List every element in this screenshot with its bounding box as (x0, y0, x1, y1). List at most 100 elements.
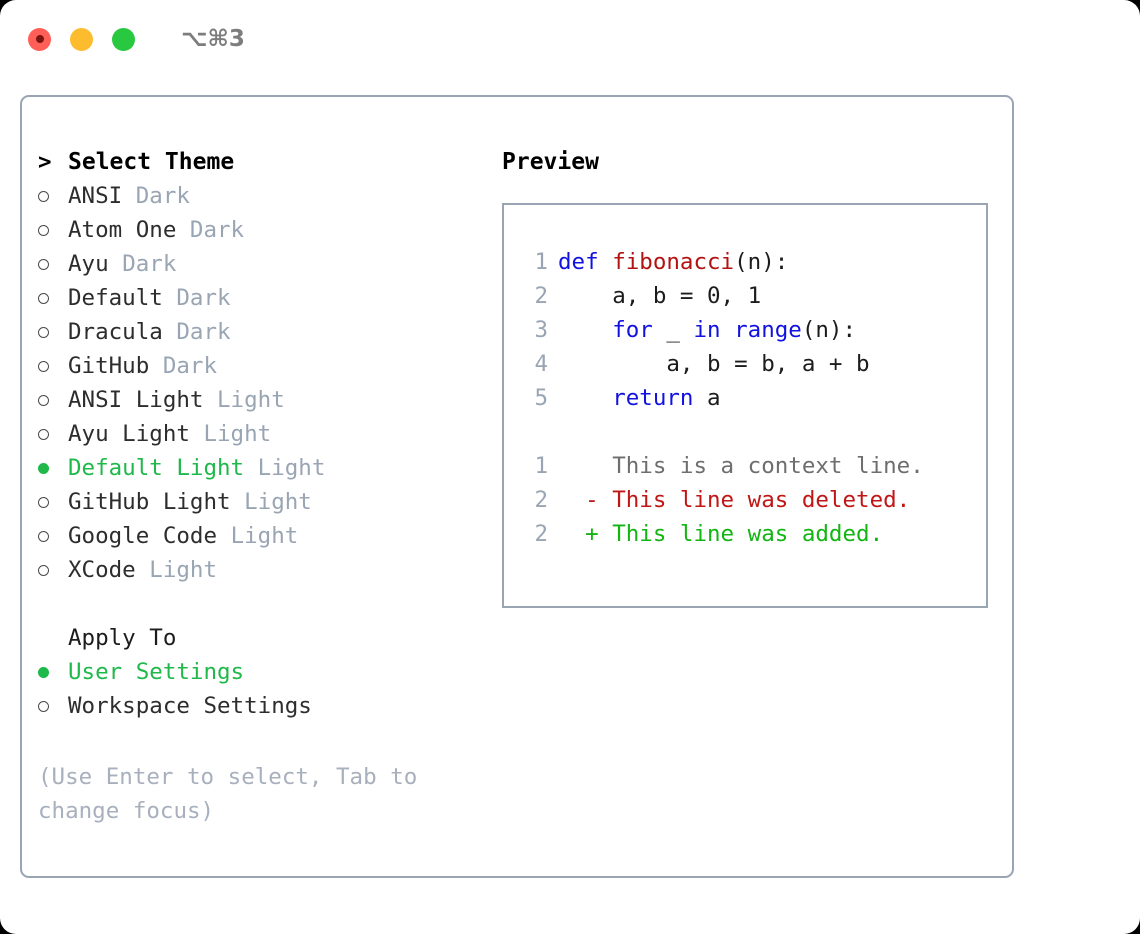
theme-item-label: Ayu (68, 251, 109, 277)
label-gap (122, 179, 136, 213)
theme-item-category: Dark (176, 285, 231, 311)
code-line-text: for _ in range(n): (558, 313, 856, 347)
code-token: fibonacci (612, 249, 735, 275)
theme-item-category: Light (257, 455, 326, 481)
theme-item-label: XCode (68, 557, 136, 583)
code-token: for (612, 317, 667, 343)
diff-line-text: + This line was added. (558, 517, 883, 551)
code-line-text: return a (558, 381, 721, 415)
code-token: _ (666, 317, 694, 343)
code-token: def (558, 249, 613, 275)
theme-list-item[interactable]: Dracula Dark (38, 315, 488, 349)
label-gap (163, 315, 177, 349)
theme-item-category: Light (230, 523, 299, 549)
radio-unselected-icon (38, 417, 68, 451)
diff-line: 2 + This line was added. (522, 517, 978, 551)
theme-list-item[interactable]: Ayu Dark (38, 247, 488, 281)
diff-line-text: - This line was deleted. (558, 483, 910, 517)
code-line-text: a, b = b, a + b (558, 347, 869, 381)
theme-list-item[interactable]: Default Light Light (38, 451, 488, 485)
diff-line-text: This is a context line. (558, 449, 924, 483)
theme-list-item[interactable]: Google Code Light (38, 519, 488, 553)
preview-title: Preview (502, 149, 599, 175)
radio-unselected-icon (38, 349, 68, 383)
code-token: a (707, 385, 721, 411)
diff-text: This is a context line. (612, 453, 924, 479)
theme-item-label: Atom One (68, 217, 177, 243)
code-line: 3 for _ in range(n): (522, 313, 978, 347)
label-gap (203, 383, 217, 417)
keyboard-shortcut-label: ⌥⌘3 (181, 26, 245, 52)
theme-list-item[interactable]: Ayu Light Light (38, 417, 488, 451)
close-window-icon[interactable] (28, 27, 51, 51)
diff-sample: 1 This is a context line.2 - This line w… (522, 449, 978, 551)
apply-to-option[interactable]: Workspace Settings (38, 689, 488, 723)
code-line: 2 a, b = 0, 1 (522, 279, 978, 313)
radio-selected-icon (38, 655, 68, 689)
theme-item-category: Dark (122, 251, 177, 277)
theme-item-category: Dark (189, 217, 245, 243)
theme-item-label: Ayu Light (68, 421, 190, 447)
theme-list-item[interactable]: Default Dark (38, 281, 488, 315)
label-gap (190, 417, 204, 451)
code-blank-line (522, 415, 978, 449)
diff-line: 2 - This line was deleted. (522, 483, 978, 517)
radio-unselected-icon (38, 213, 68, 247)
list-spacer (38, 587, 488, 621)
code-token: return (612, 385, 708, 411)
apply-to-option-label: Workspace Settings (68, 693, 312, 719)
title-bar: ⌥⌘3 (0, 0, 1140, 78)
maximize-window-icon[interactable] (112, 27, 135, 51)
theme-list-item[interactable]: XCode Light (38, 553, 488, 587)
theme-item-category: Light (244, 489, 312, 515)
theme-list-item[interactable]: GitHub Dark (38, 349, 488, 383)
window-controls (28, 27, 135, 51)
theme-item-label: Default Light (68, 455, 245, 481)
theme-item-label: Google Code (68, 523, 218, 549)
keyboard-hint-text: (Use Enter to select, Tab to change focu… (38, 764, 431, 824)
theme-item-category: Dark (135, 183, 190, 209)
select-theme-title: Select Theme (68, 149, 235, 175)
code-line-text: def fibonacci(n): (558, 245, 788, 279)
minimize-window-icon[interactable] (70, 27, 93, 51)
apply-to-title: Apply To (68, 625, 177, 651)
code-line-number: 3 (534, 317, 548, 343)
theme-item-category: Dark (162, 353, 218, 379)
theme-list-item[interactable]: GitHub Light Light (38, 485, 488, 519)
apply-to-header: Apply To (38, 621, 488, 655)
code-line-text: a, b = 0, 1 (558, 279, 761, 313)
prompt-caret-icon: > (38, 149, 52, 175)
theme-item-category: Light (217, 387, 285, 413)
radio-unselected-icon (38, 383, 68, 417)
diff-text: This line was added. (612, 521, 884, 547)
radio-unselected-icon (38, 281, 68, 315)
code-token: in (693, 317, 735, 343)
code-token: (n): (734, 249, 789, 275)
code-token: range (734, 317, 802, 343)
label-gap (176, 213, 190, 247)
theme-list-item[interactable]: ANSI Light Light (38, 383, 488, 417)
theme-list-item[interactable]: Atom One Dark (38, 213, 488, 247)
label-gap (231, 485, 245, 519)
theme-item-label: GitHub (68, 353, 150, 379)
diff-line-number: 1 (534, 453, 548, 479)
radio-selected-icon (38, 451, 68, 485)
theme-item-category: Light (203, 421, 272, 447)
theme-item-label: ANSI Light (68, 387, 204, 413)
theme-item-label: Dracula (68, 319, 163, 345)
theme-list-item[interactable]: ANSI Dark (38, 179, 488, 213)
diff-line: 1 This is a context line. (522, 449, 978, 483)
radio-unselected-icon (38, 179, 68, 213)
radio-unselected-icon (38, 485, 68, 519)
code-line-number: 2 (534, 283, 548, 309)
apply-to-option[interactable]: User Settings (38, 655, 488, 689)
